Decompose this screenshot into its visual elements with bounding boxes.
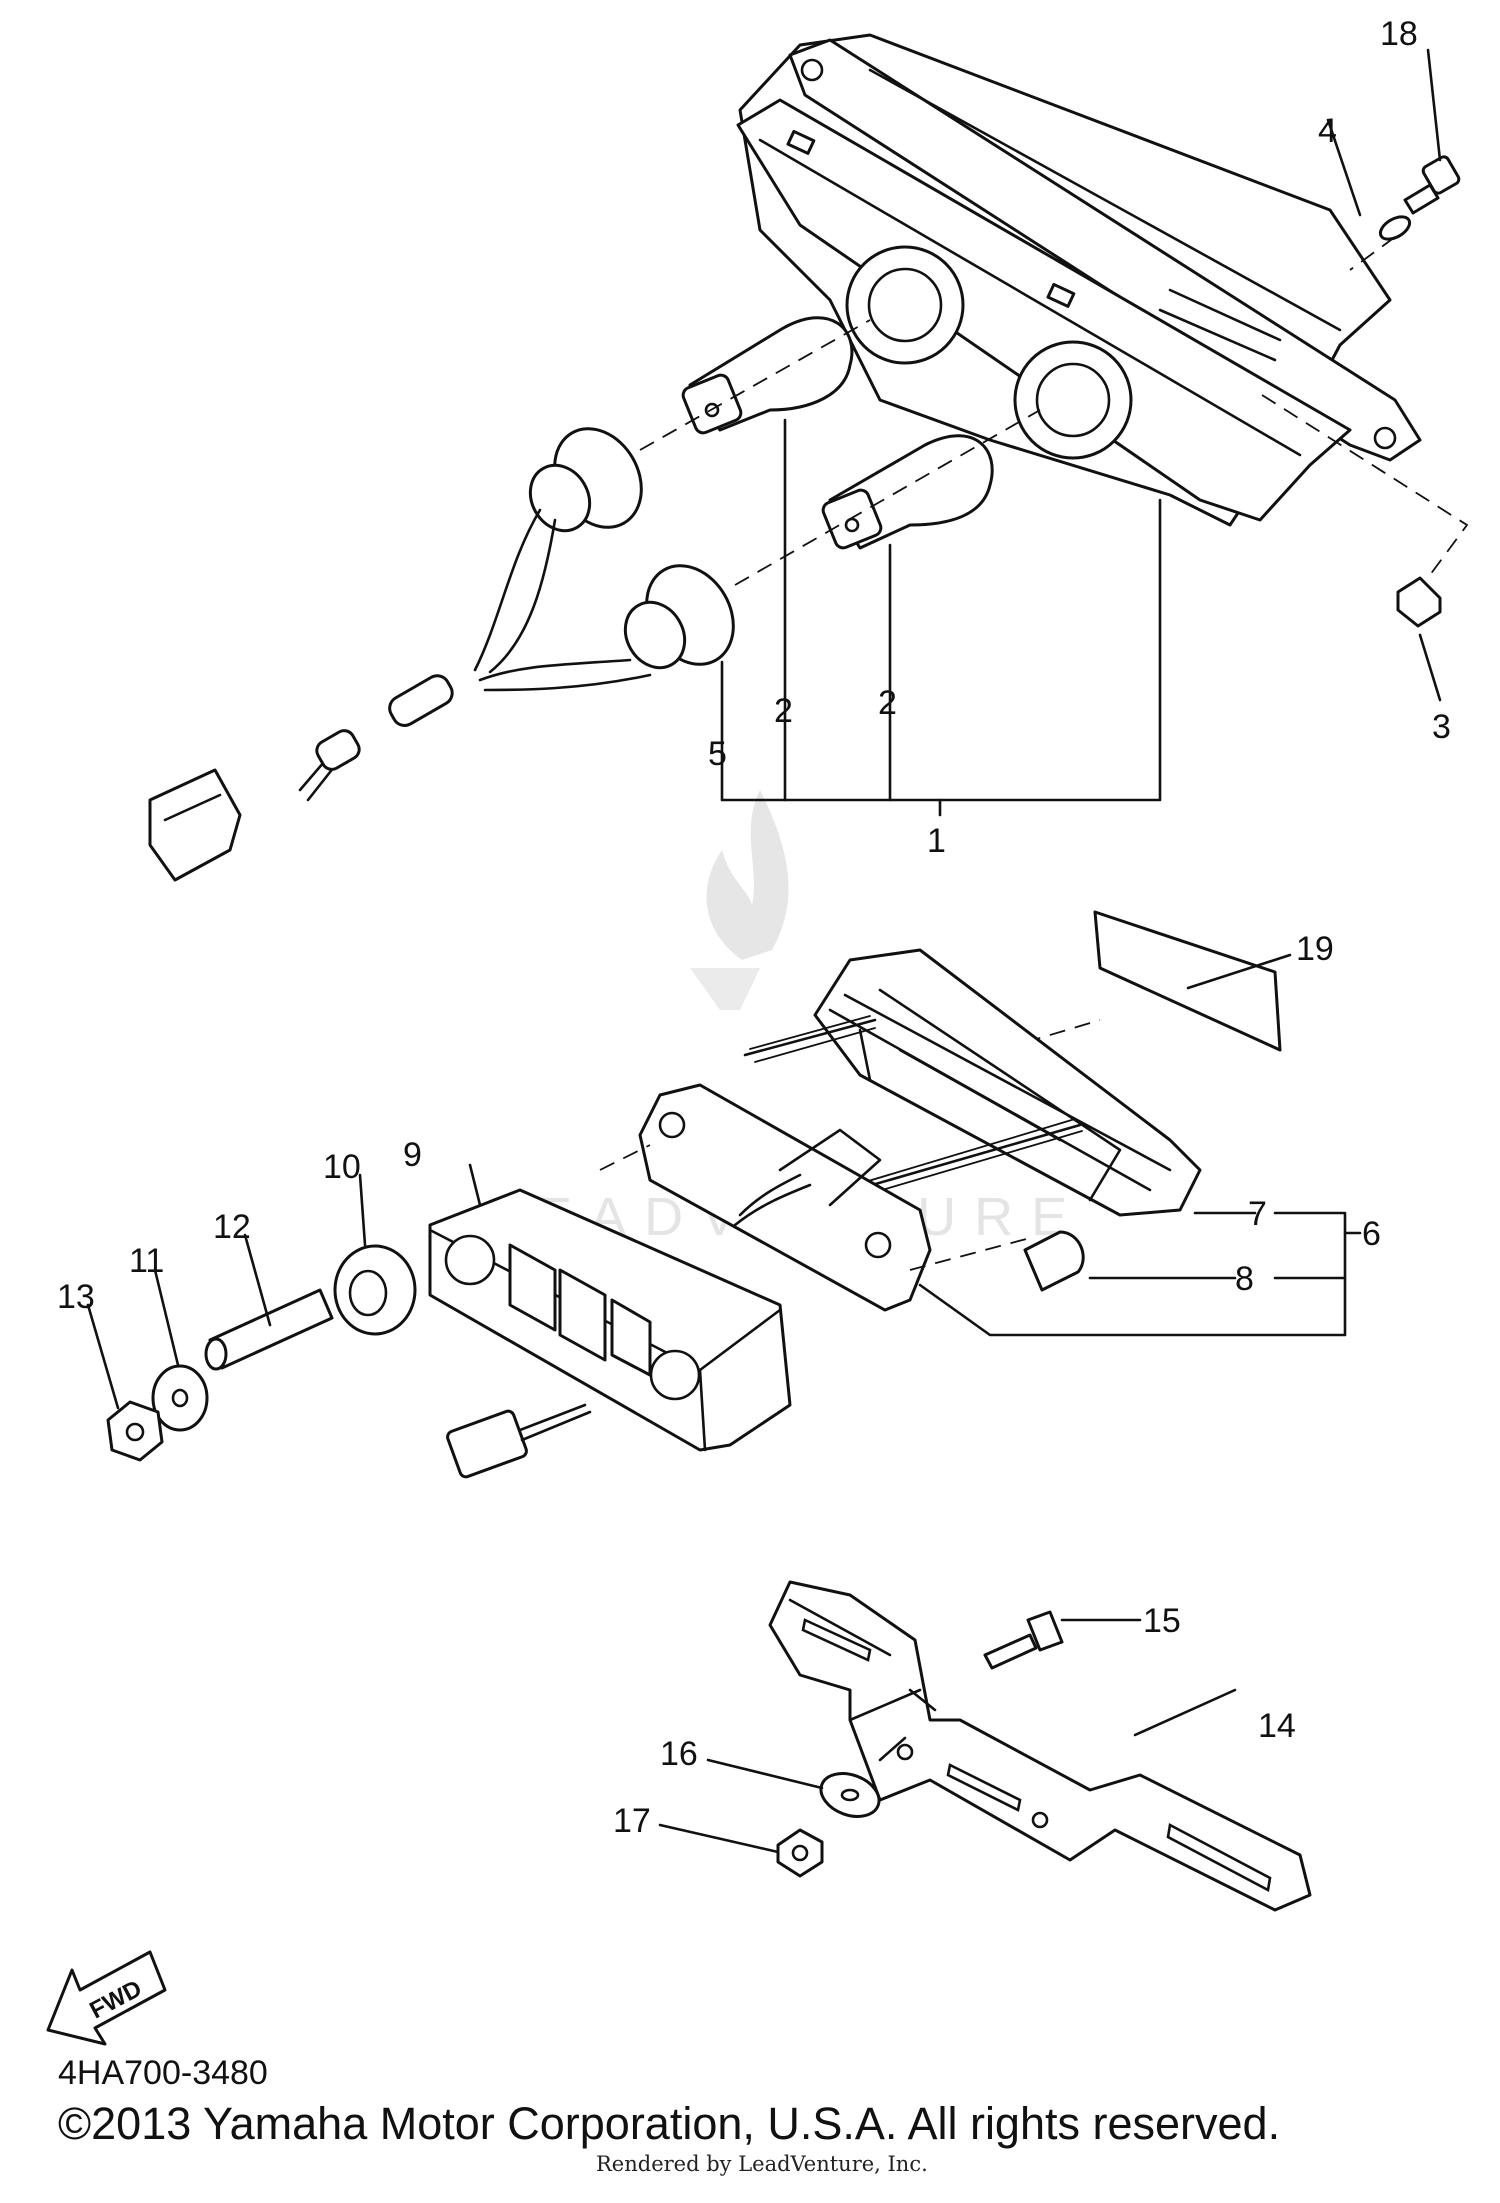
license-bracket-15 xyxy=(768,1580,1312,1912)
callout-1: 1 xyxy=(927,822,946,860)
callout-lines-top xyxy=(720,48,1442,817)
nut-18 xyxy=(776,1828,824,1878)
screw-6 xyxy=(1403,155,1461,215)
bracket-housing-10 xyxy=(428,1188,792,1452)
callout-18: 17 xyxy=(613,1802,651,1840)
render-credit: Rendered by LeadVenture, Inc. xyxy=(596,2152,928,2176)
lens-cover-8 xyxy=(813,948,1202,1217)
callout-13: 12 xyxy=(213,1208,251,1246)
bulb-lower xyxy=(821,434,994,550)
callout-3: 5 xyxy=(708,735,727,773)
washer-17 xyxy=(819,1772,881,1818)
callout-2a: 2 xyxy=(774,692,793,730)
callout-7: 6 xyxy=(1362,1215,1381,1253)
callout-14: 13 xyxy=(57,1278,95,1316)
callout-11: 10 xyxy=(323,1148,361,1186)
callout-lines-middle xyxy=(86,1163,1362,1410)
grommet-4 xyxy=(1396,576,1442,628)
collar-13 xyxy=(204,1288,334,1371)
nut-14 xyxy=(106,1400,164,1462)
socket-harness xyxy=(148,427,735,882)
grommet-11 xyxy=(333,1244,417,1336)
callout-10: 9 xyxy=(403,1136,422,1174)
callout-2b: 2 xyxy=(878,684,897,722)
callout-9: 8 xyxy=(1235,1260,1254,1298)
copyright-notice: ©2013 Yamaha Motor Corporation, U.S.A. A… xyxy=(58,2098,1281,2149)
bulb-upper xyxy=(681,316,854,435)
callout-lines-bottom xyxy=(658,1618,1237,1854)
tail-light-housing xyxy=(736,33,1422,527)
callout-19: 19 xyxy=(1296,930,1334,968)
bulb-9 xyxy=(1023,1230,1085,1292)
callout-16: 15 xyxy=(1143,1602,1181,1640)
callout-5: 4 xyxy=(1318,112,1337,150)
washer-5 xyxy=(1378,215,1412,241)
callout-17: 16 xyxy=(660,1735,698,1773)
callout-4: 3 xyxy=(1432,708,1451,746)
diagram-code: 4HA700-3480 xyxy=(58,2054,268,2092)
bolt-16 xyxy=(983,1610,1064,1670)
washer-12 xyxy=(151,1364,209,1432)
callout-6: 18 xyxy=(1380,15,1418,53)
base-plate-7 xyxy=(638,1083,932,1312)
fwd-arrow-icon: FWD xyxy=(46,1950,167,2046)
callout-12: 11 xyxy=(129,1242,164,1280)
connector-license xyxy=(446,1403,592,1479)
callout-8: 7 xyxy=(1248,1195,1267,1233)
callout-15: 14 xyxy=(1258,1707,1296,1745)
callout-numbers: 18 4 3 2 2 5 1 19 7 6 8 9 10 12 11 13 15… xyxy=(57,15,1451,1840)
label-19 xyxy=(1093,910,1282,1052)
